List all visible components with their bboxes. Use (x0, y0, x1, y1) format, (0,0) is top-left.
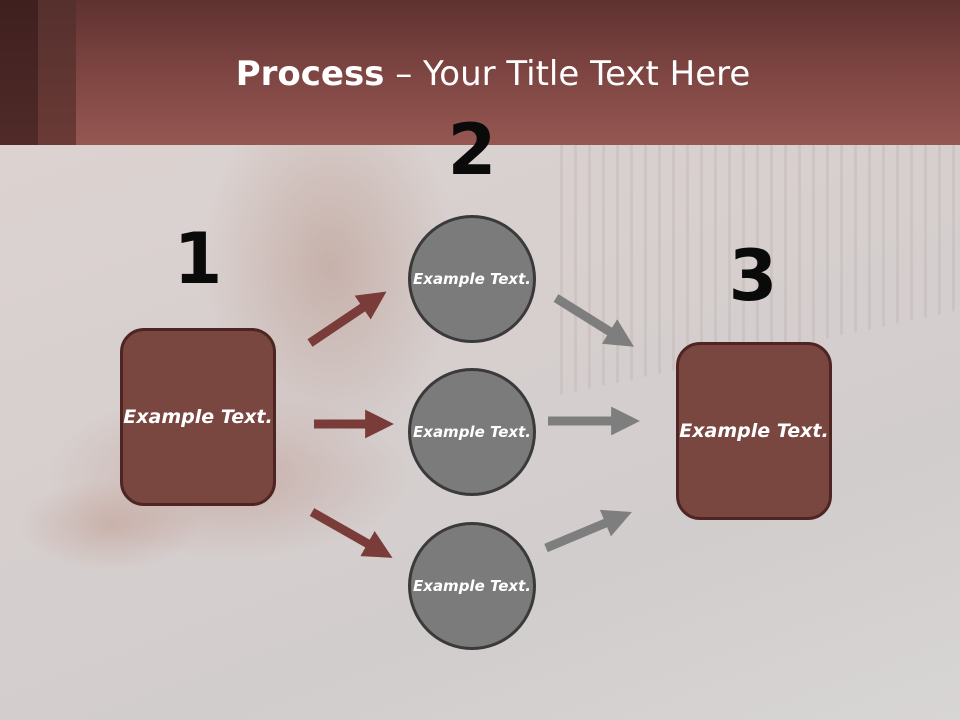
step-number-3: 3 (728, 235, 778, 317)
middle-circle-bottom: Example Text. (408, 522, 536, 650)
middle-circle-center: Example Text. (408, 368, 536, 496)
circle-text: Example Text. (413, 269, 531, 288)
arrow-to-bottom (309, 508, 393, 558)
banner-accent-dark (0, 0, 38, 145)
title-rest: – Your Title Text Here (384, 54, 751, 94)
end-box: Example Text. (676, 342, 832, 520)
arrow-from-bottom (544, 509, 632, 553)
banner-accent (38, 0, 76, 145)
arrow-to-top (307, 291, 387, 347)
title-bold: Process (235, 54, 385, 94)
title-banner (0, 0, 960, 145)
start-box-text: Example Text. (123, 405, 273, 428)
arrow-from-top (553, 294, 634, 347)
middle-circle-top: Example Text. (408, 215, 536, 343)
end-box-text: Example Text. (679, 419, 829, 442)
circle-text: Example Text. (413, 576, 531, 595)
step-number-2: 2 (447, 109, 497, 191)
slide-title: Process – Your Title Text Here (0, 52, 960, 96)
start-box: Example Text. (120, 328, 276, 506)
step-number-1: 1 (173, 218, 223, 300)
circle-text: Example Text. (413, 422, 531, 441)
